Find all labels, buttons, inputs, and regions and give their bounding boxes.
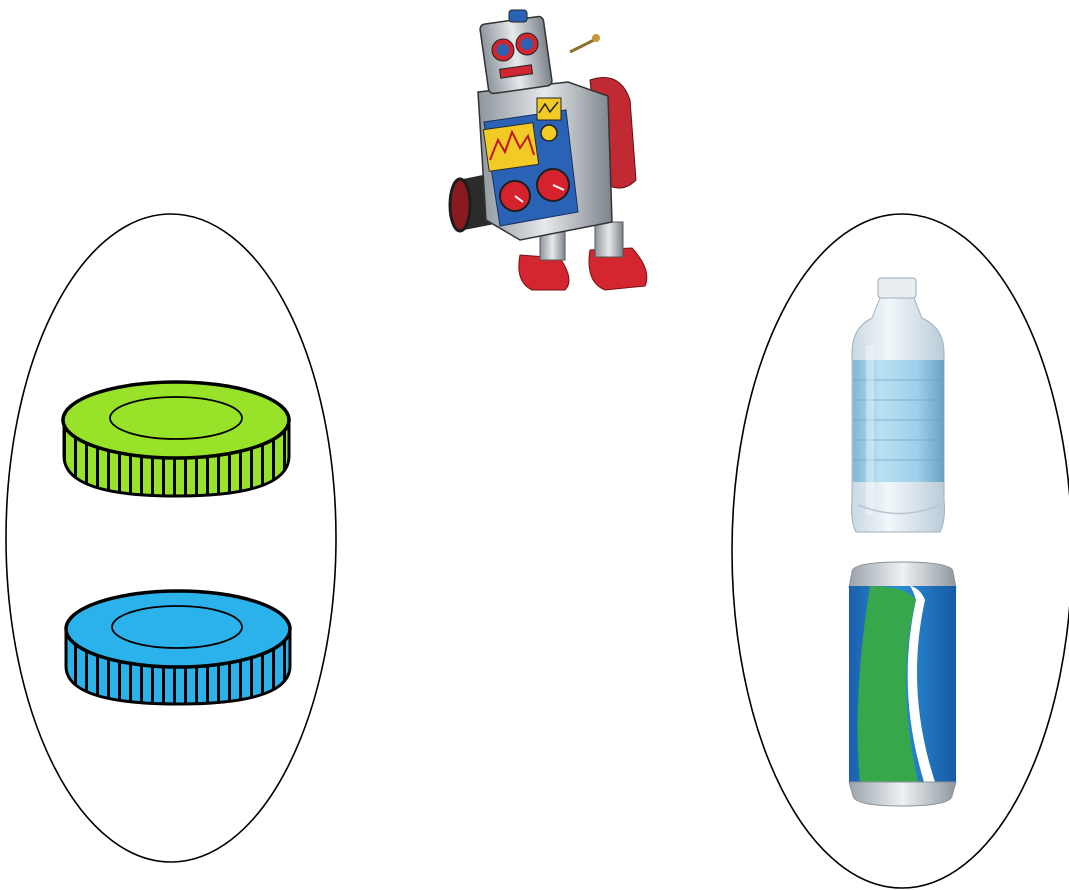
green-coin-icon xyxy=(63,382,289,496)
water-bottle-icon xyxy=(852,278,945,532)
left-group-outline xyxy=(6,214,336,862)
blue-coin-icon xyxy=(66,591,290,704)
soda-can-icon xyxy=(849,562,956,806)
tin-robot-icon xyxy=(450,10,647,290)
right-group xyxy=(732,214,1069,888)
left-group xyxy=(6,214,336,862)
